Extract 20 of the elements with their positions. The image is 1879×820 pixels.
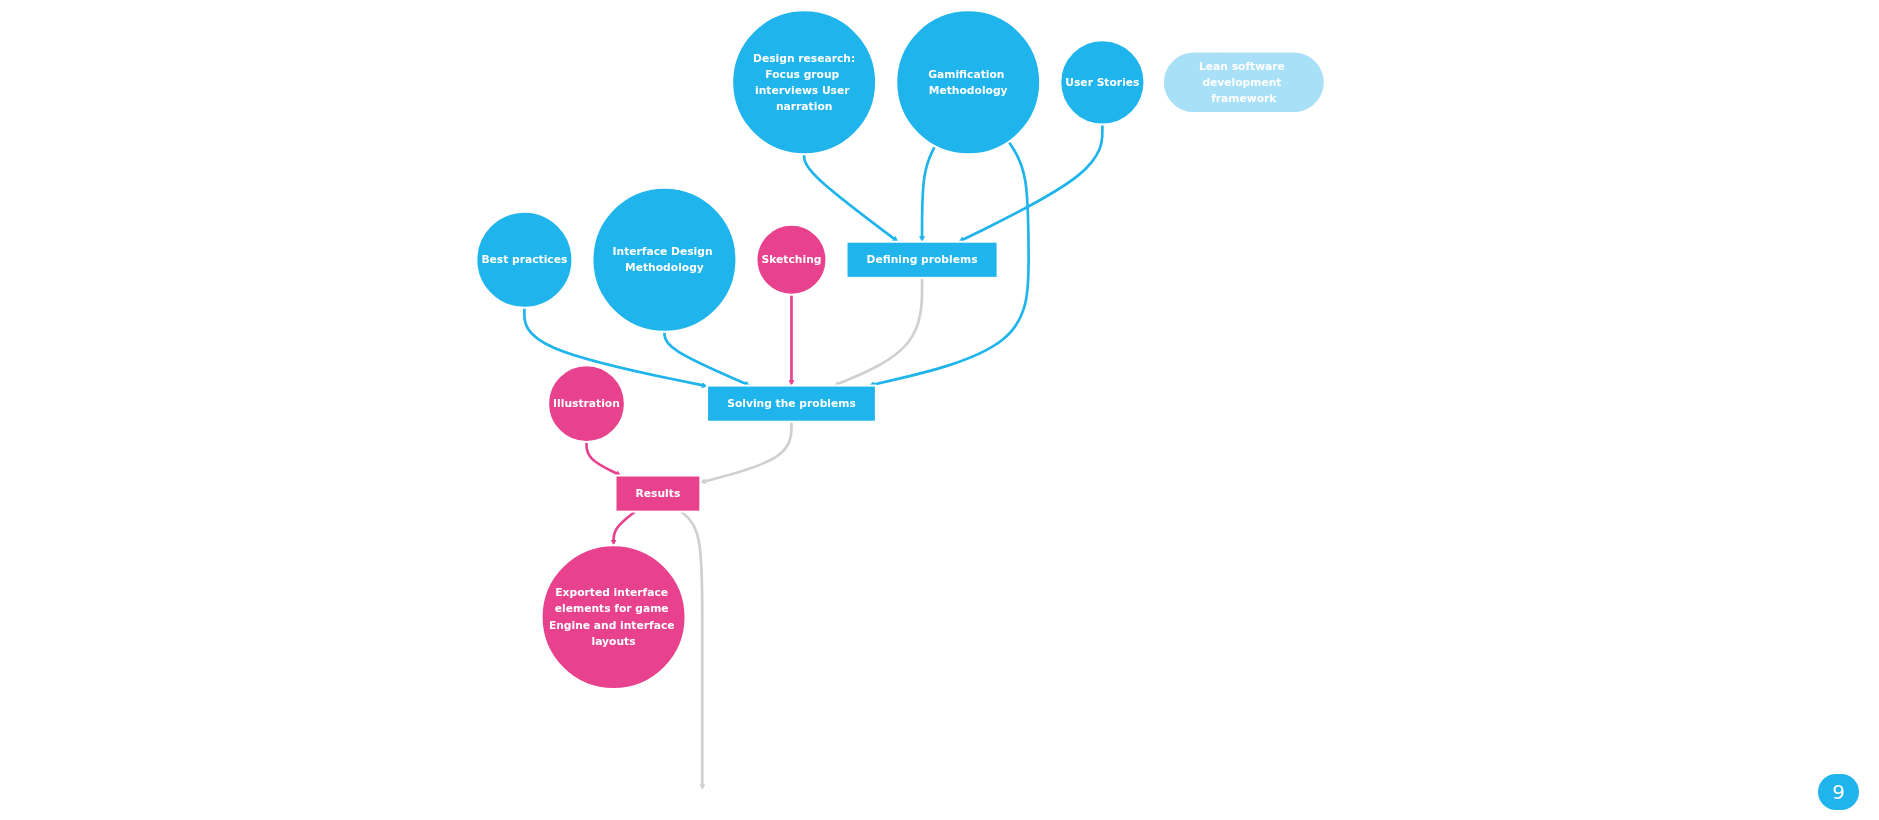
arrow [803, 154, 899, 242]
node-circle: Best practices [475, 210, 574, 309]
node-circle: Gamification Methodology [895, 9, 1042, 156]
node-circle: Illustration [547, 364, 627, 444]
arrow [700, 421, 794, 485]
node-circle: Design research: Focus group interviews User narration [731, 9, 878, 156]
node-circle: Exported interface elements for game Engine and interface layouts [540, 544, 687, 691]
arrow [788, 294, 795, 386]
node-circle: Interface Design Methodology [591, 186, 738, 333]
arrow [523, 307, 708, 388]
node-box: Solving the problems [706, 384, 878, 423]
arrow [958, 124, 1104, 242]
arrow [869, 141, 1031, 388]
node-box: Results [614, 474, 702, 513]
page-number: 9 [1818, 774, 1859, 810]
node-circle: User Stories [1059, 39, 1146, 126]
node-circle: Sketching [755, 223, 828, 296]
arrow [585, 442, 622, 476]
arrow [919, 145, 937, 242]
node-box: Defining problems [845, 240, 999, 279]
